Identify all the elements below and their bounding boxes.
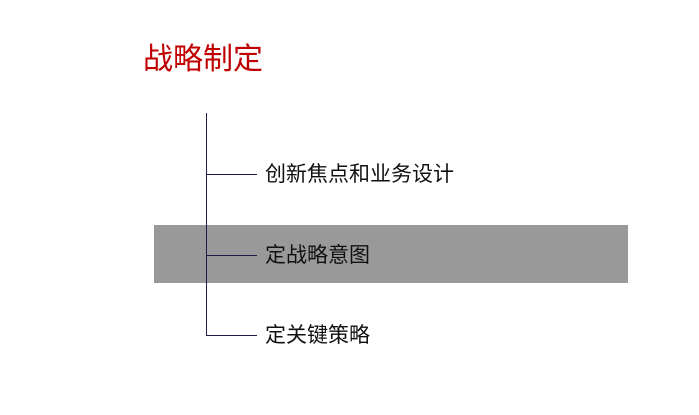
slide-title: 战略制定 [143, 42, 263, 77]
tree-item-innovation-focus: 创新焦点和业务设计 [265, 162, 454, 186]
tree-branch-1 [206, 174, 257, 175]
tree-branch-3 [206, 335, 257, 336]
tree-branch-2 [206, 255, 257, 256]
tree-item-strategic-intent: 定战略意图 [265, 243, 370, 267]
tree-item-key-strategies: 定关键策略 [265, 323, 370, 347]
highlight-band [154, 225, 628, 283]
tree-connector-vertical [206, 113, 207, 336]
